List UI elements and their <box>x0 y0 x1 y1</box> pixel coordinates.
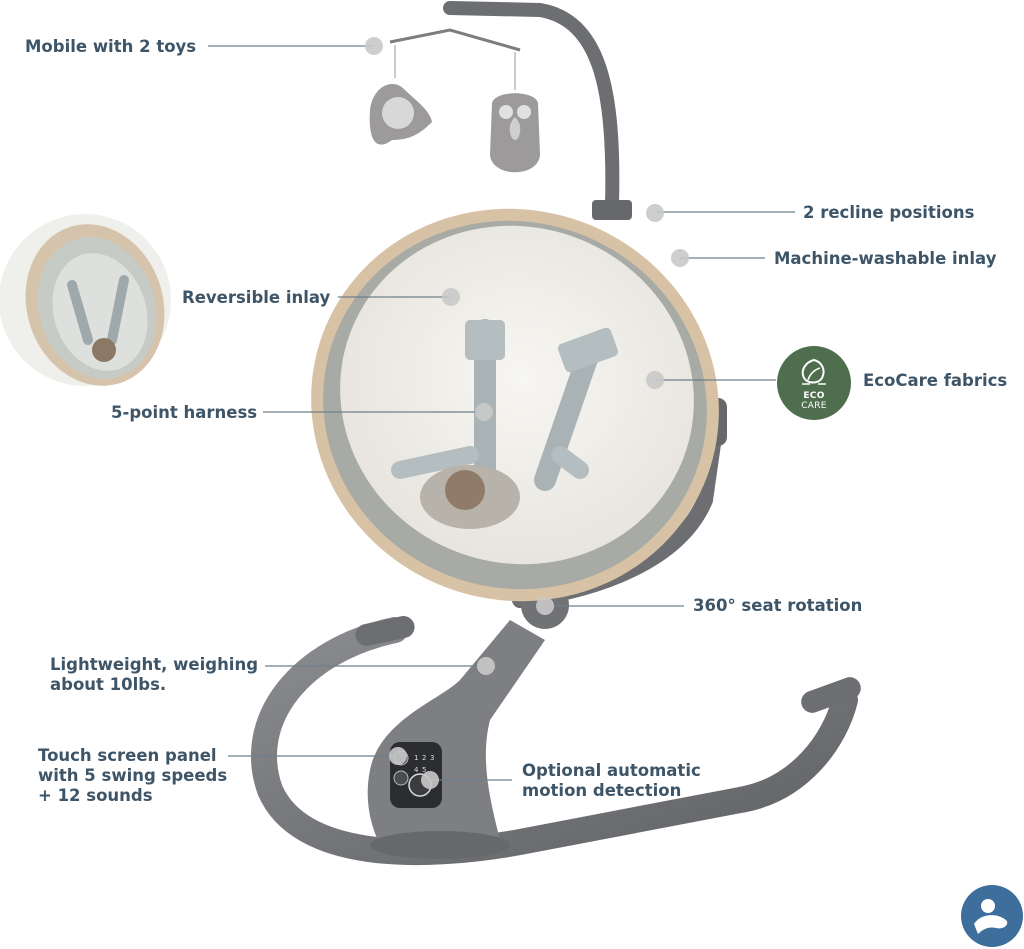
swing-seat <box>311 208 719 602</box>
leaf-recycle-icon <box>801 358 826 385</box>
eco-badge-line2: CARE <box>801 401 827 411</box>
panel-number: 4 <box>414 766 419 774</box>
mobile <box>369 1 632 220</box>
owl-toy <box>490 93 540 173</box>
callout-lightweight: Lightweight, weighing about 10lbs. <box>50 655 259 694</box>
callout-recline: 2 recline positions <box>803 203 975 222</box>
panel-number: 5 <box>422 766 426 774</box>
brand-logo-icon <box>961 885 1023 947</box>
callout-leaders <box>208 45 795 781</box>
callout-mobile: Mobile with 2 toys <box>25 37 197 56</box>
ecocare-badge: ECO CARE <box>777 346 851 420</box>
callout-motion-detection: Optional automatic motion detection <box>522 761 701 800</box>
eco-badge-line1: ECO <box>803 391 825 401</box>
elephant-toy <box>369 83 432 145</box>
callout-harness: 5-point harness <box>111 403 258 422</box>
panel-number: 2 <box>422 754 426 762</box>
panel-number: 3 <box>430 754 434 762</box>
callout-seat-rotation: 360° seat rotation <box>693 596 863 615</box>
panel-number: 1 <box>414 754 418 762</box>
swing-base <box>251 616 861 866</box>
callout-touch-panel: Touch screen panel with 5 swing speeds +… <box>38 746 228 805</box>
callout-washable-inlay: Machine-washable inlay <box>774 249 997 268</box>
callout-ecocare-fabrics: EcoCare fabrics <box>863 371 1008 390</box>
inset-reversible-inlay-photo <box>0 214 171 386</box>
callout-reversible-inlay: Reversible inlay <box>182 288 331 307</box>
callout-dots <box>365 37 689 789</box>
